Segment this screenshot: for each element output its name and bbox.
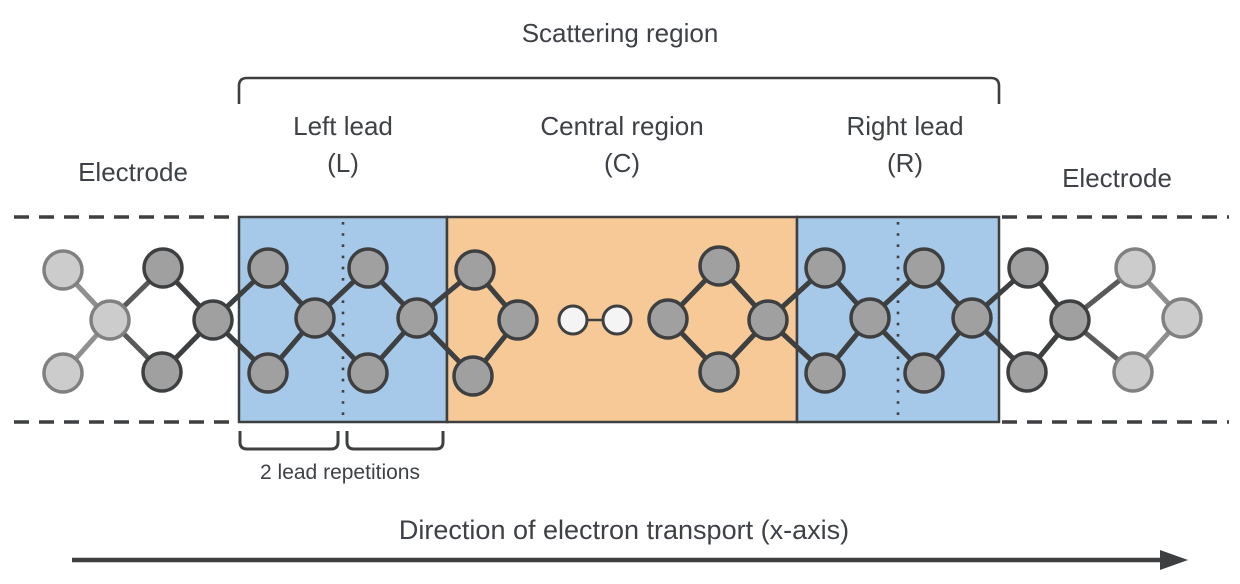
atom bbox=[1112, 351, 1154, 393]
lead-repetitions-label: 2 lead repetitions bbox=[260, 461, 420, 484]
central-molecule bbox=[557, 304, 633, 336]
central-region-label-line2: (C) bbox=[603, 148, 641, 178]
atom bbox=[454, 249, 496, 291]
scattering-region-label: Scattering region bbox=[521, 18, 719, 48]
electrode-right-label: Electrode bbox=[1062, 163, 1172, 193]
central-region-label-line1: Central region bbox=[540, 111, 704, 141]
atom bbox=[347, 247, 389, 289]
central-region-label: Central region (C) bbox=[540, 108, 703, 182]
atom bbox=[1049, 299, 1091, 341]
atom bbox=[1006, 351, 1048, 393]
transport-direction-arrow bbox=[72, 550, 1188, 570]
atom bbox=[192, 299, 234, 341]
scattering-region-bracket bbox=[237, 76, 1001, 104]
lead-repetition-bracket bbox=[238, 431, 340, 451]
atom bbox=[89, 299, 131, 341]
atom bbox=[294, 297, 336, 339]
electrode-boundary-dashes bbox=[14, 215, 1229, 424]
atom bbox=[804, 352, 846, 394]
left-lead-label-line1: Left lead bbox=[293, 111, 393, 141]
atom bbox=[452, 355, 494, 397]
electrode-left-label: Electrode bbox=[78, 157, 188, 187]
atom bbox=[951, 297, 993, 339]
atom bbox=[1114, 247, 1156, 289]
transport-direction-label: Direction of electron transport (x-axis) bbox=[398, 515, 850, 545]
atoms bbox=[42, 245, 1203, 397]
arrowhead bbox=[1160, 550, 1188, 570]
atom bbox=[247, 352, 289, 394]
atom bbox=[903, 247, 945, 289]
atom bbox=[1161, 297, 1203, 339]
atom bbox=[141, 351, 183, 393]
left-lead-label-line2: (L) bbox=[327, 148, 359, 178]
atom bbox=[1007, 247, 1049, 289]
atom bbox=[804, 247, 846, 289]
brackets bbox=[237, 76, 1001, 451]
atom bbox=[698, 351, 740, 393]
right-lead-label: Right lead (R) bbox=[846, 108, 963, 182]
right-lead-label-line2: (R) bbox=[886, 148, 924, 178]
atom bbox=[42, 352, 84, 394]
atom bbox=[747, 299, 789, 341]
atom bbox=[247, 247, 289, 289]
atom bbox=[698, 245, 740, 287]
molecule-atom bbox=[557, 304, 589, 336]
left-lead-label: Left lead (L) bbox=[293, 108, 393, 182]
atom bbox=[347, 352, 389, 394]
atom bbox=[396, 297, 438, 339]
molecule-atom bbox=[601, 304, 633, 336]
lead-repetition-bracket bbox=[345, 431, 445, 451]
atom bbox=[497, 299, 539, 341]
atom bbox=[849, 297, 891, 339]
atom bbox=[42, 249, 84, 291]
atom bbox=[903, 352, 945, 394]
atom bbox=[647, 298, 689, 340]
right-lead-label-line1: Right lead bbox=[846, 111, 964, 141]
atom bbox=[142, 247, 184, 289]
